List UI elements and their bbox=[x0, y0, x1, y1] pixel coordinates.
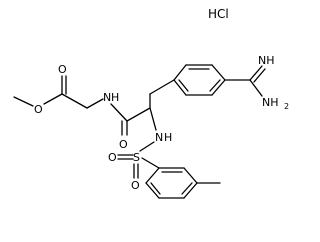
bond-amide-alpha bbox=[126, 107, 151, 122]
ring-b-inner-3 bbox=[150, 182, 161, 195]
tolyl-ring bbox=[145, 167, 221, 199]
ring-b-inner-2 bbox=[181, 182, 193, 195]
sulfonyl-oxygen-bottom: O bbox=[131, 179, 140, 192]
ester-carbonyl-oxygen: O bbox=[58, 63, 67, 76]
bond-s-ring bbox=[141, 157, 160, 169]
bond-amidine-imine-b bbox=[253, 68, 266, 83]
salt-label: HCl bbox=[208, 7, 229, 21]
structure-canvas: HCl O O N H O bbox=[13, 7, 289, 199]
ring-a-bond-6 bbox=[173, 79, 187, 96]
bond-amidine-amine bbox=[249, 79, 263, 97]
amide-nitrogen: N bbox=[103, 91, 111, 104]
ring-b-bond-3 bbox=[183, 182, 198, 199]
alpha-carbon bbox=[149, 79, 175, 131]
bond-ch2-ring bbox=[149, 79, 175, 95]
bond-methyl-o bbox=[13, 96, 34, 107]
bond-alpha-nh bbox=[149, 107, 157, 131]
ring-a-bond-3 bbox=[211, 64, 226, 81]
amine-subscript: 2 bbox=[284, 102, 289, 111]
ring-a-bond-4 bbox=[211, 79, 226, 96]
bond-n-amide-carbon bbox=[110, 103, 128, 122]
amidine-group: NH NH 2 bbox=[224, 54, 289, 111]
ring-a-inner-3 bbox=[178, 79, 189, 92]
amine-nitrogen: NH bbox=[262, 96, 279, 109]
imine-nitrogen: NH bbox=[258, 54, 275, 67]
ring-a-inner-2 bbox=[209, 79, 221, 92]
ring-b-bond-6 bbox=[145, 167, 160, 184]
bond-o-carbonyl bbox=[43, 93, 63, 105]
sulfur-atom: S bbox=[133, 151, 140, 164]
methyl-ester: O O bbox=[13, 63, 104, 116]
sulfonamide-nitrogen: N bbox=[155, 131, 163, 144]
sulfonamide-hydrogen: H bbox=[164, 131, 172, 144]
bond-amidine-imine-a bbox=[249, 65, 263, 81]
bond-ch2-n bbox=[86, 98, 104, 109]
ring-b-bond-2 bbox=[183, 167, 198, 184]
amide-carbonyl-oxygen: O bbox=[119, 138, 128, 151]
benzamidine-ring bbox=[173, 64, 226, 96]
ring-b-bond-5 bbox=[145, 182, 160, 199]
amide-hydrogen: H bbox=[111, 91, 119, 104]
sulfonamide-group: N H S O O bbox=[108, 131, 172, 192]
molecule-drawing: HCl O O N H O bbox=[13, 7, 289, 199]
ring-a-bond-1 bbox=[173, 64, 187, 81]
sulfonyl-oxygen-left: O bbox=[108, 151, 117, 164]
bond-carbonyl-ch2 bbox=[61, 93, 88, 109]
bond-n-s bbox=[139, 141, 155, 152]
amide-group: N H O bbox=[103, 91, 151, 151]
ester-oxygen: O bbox=[34, 103, 43, 116]
